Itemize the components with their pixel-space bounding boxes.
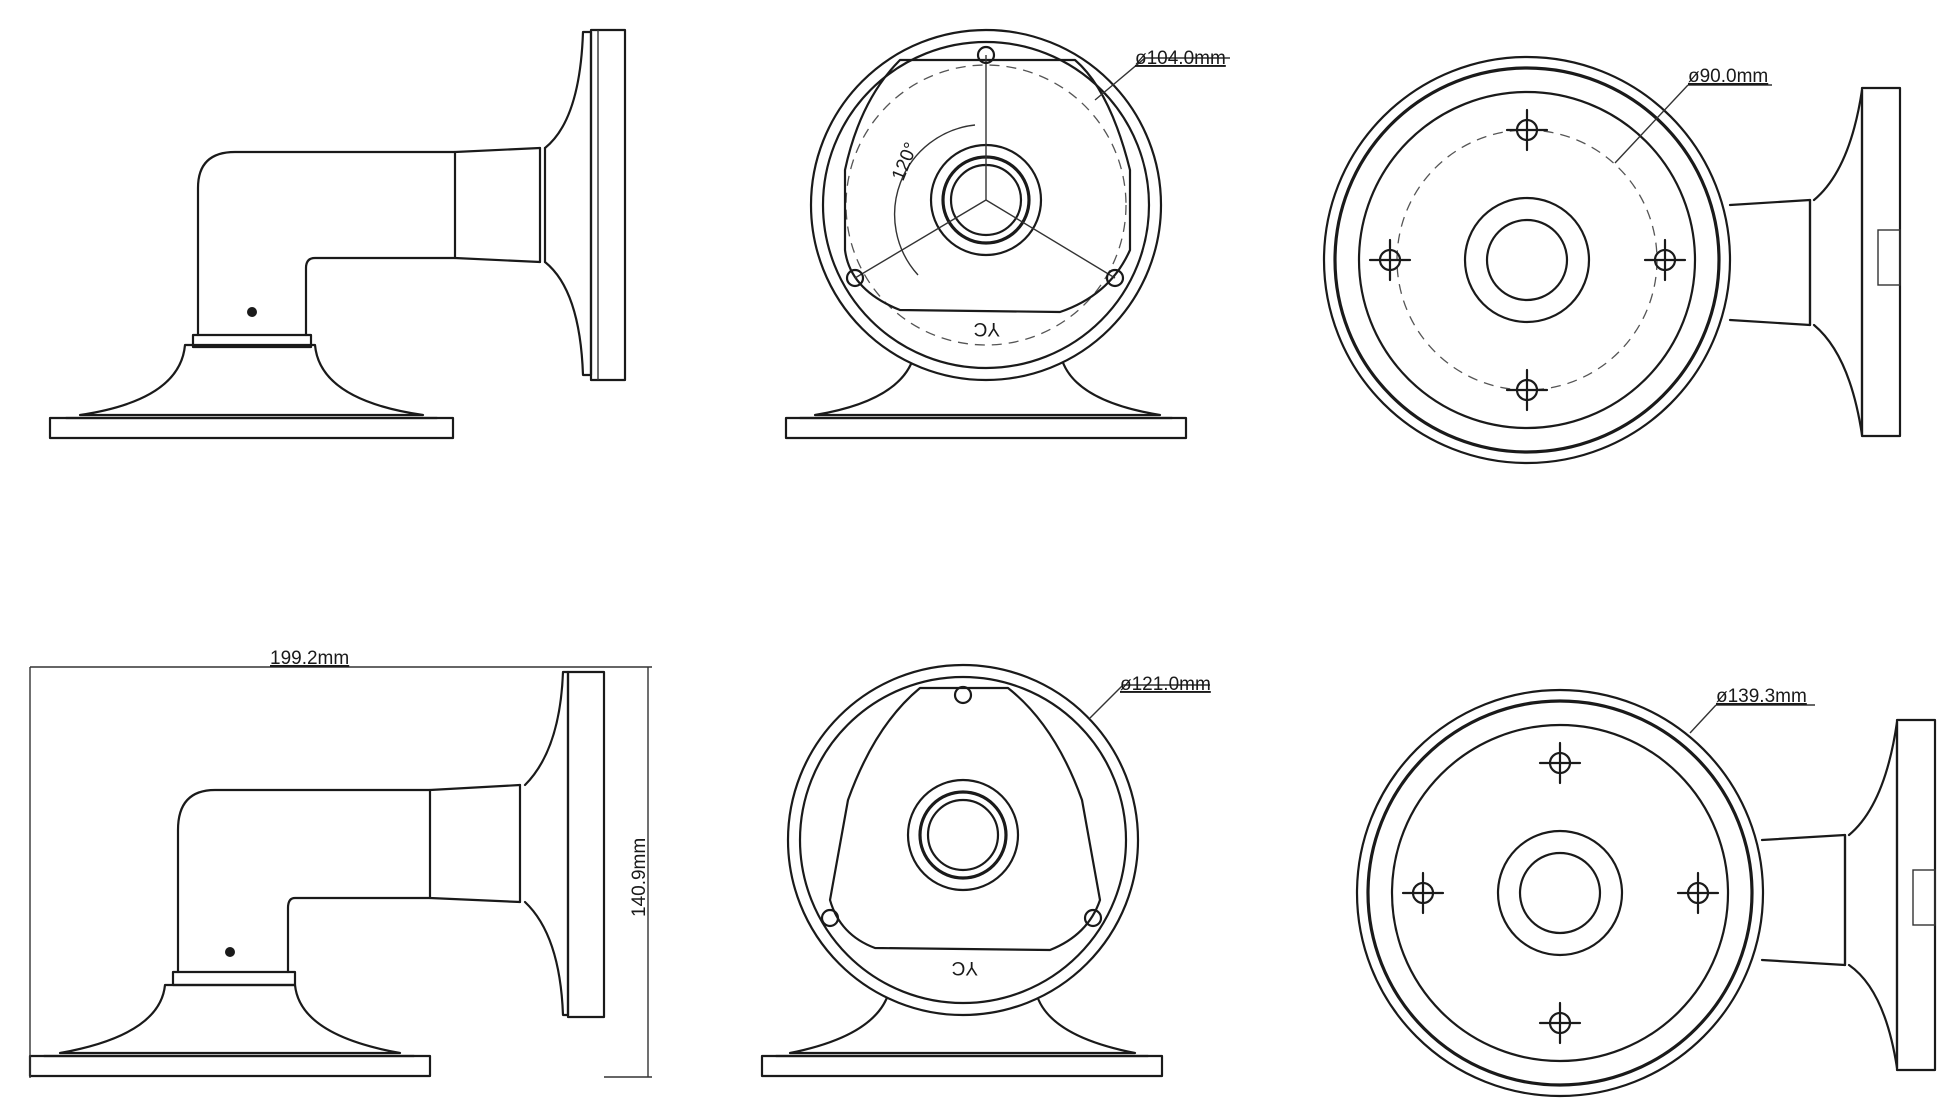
mount-hole-icon [1368, 108, 1687, 412]
mount-hole-icon [1401, 741, 1720, 1045]
top-front-mark-label: YC [974, 318, 1000, 339]
dimension-lines [29, 666, 652, 1078]
side-view-top [48, 28, 627, 440]
top-back-diameter-label: ø90.0mm [1688, 66, 1768, 87]
front-view-bottom [760, 663, 1210, 1078]
back-view-bottom [1355, 688, 1937, 1098]
height-dimension-label: 140.9mm [629, 838, 650, 917]
front-view-top [784, 28, 1230, 440]
top-front-diameter-label: ø104.0mm [1135, 48, 1226, 69]
bottom-front-mark-label: YC [952, 957, 978, 978]
width-dimension-label: 199.2mm [270, 648, 349, 669]
bottom-back-diameter-label: ø139.3mm [1716, 686, 1807, 707]
side-view-bottom [28, 666, 652, 1078]
bottom-front-diameter-label: ø121.0mm [1120, 674, 1211, 695]
back-view-top [1322, 55, 1902, 465]
